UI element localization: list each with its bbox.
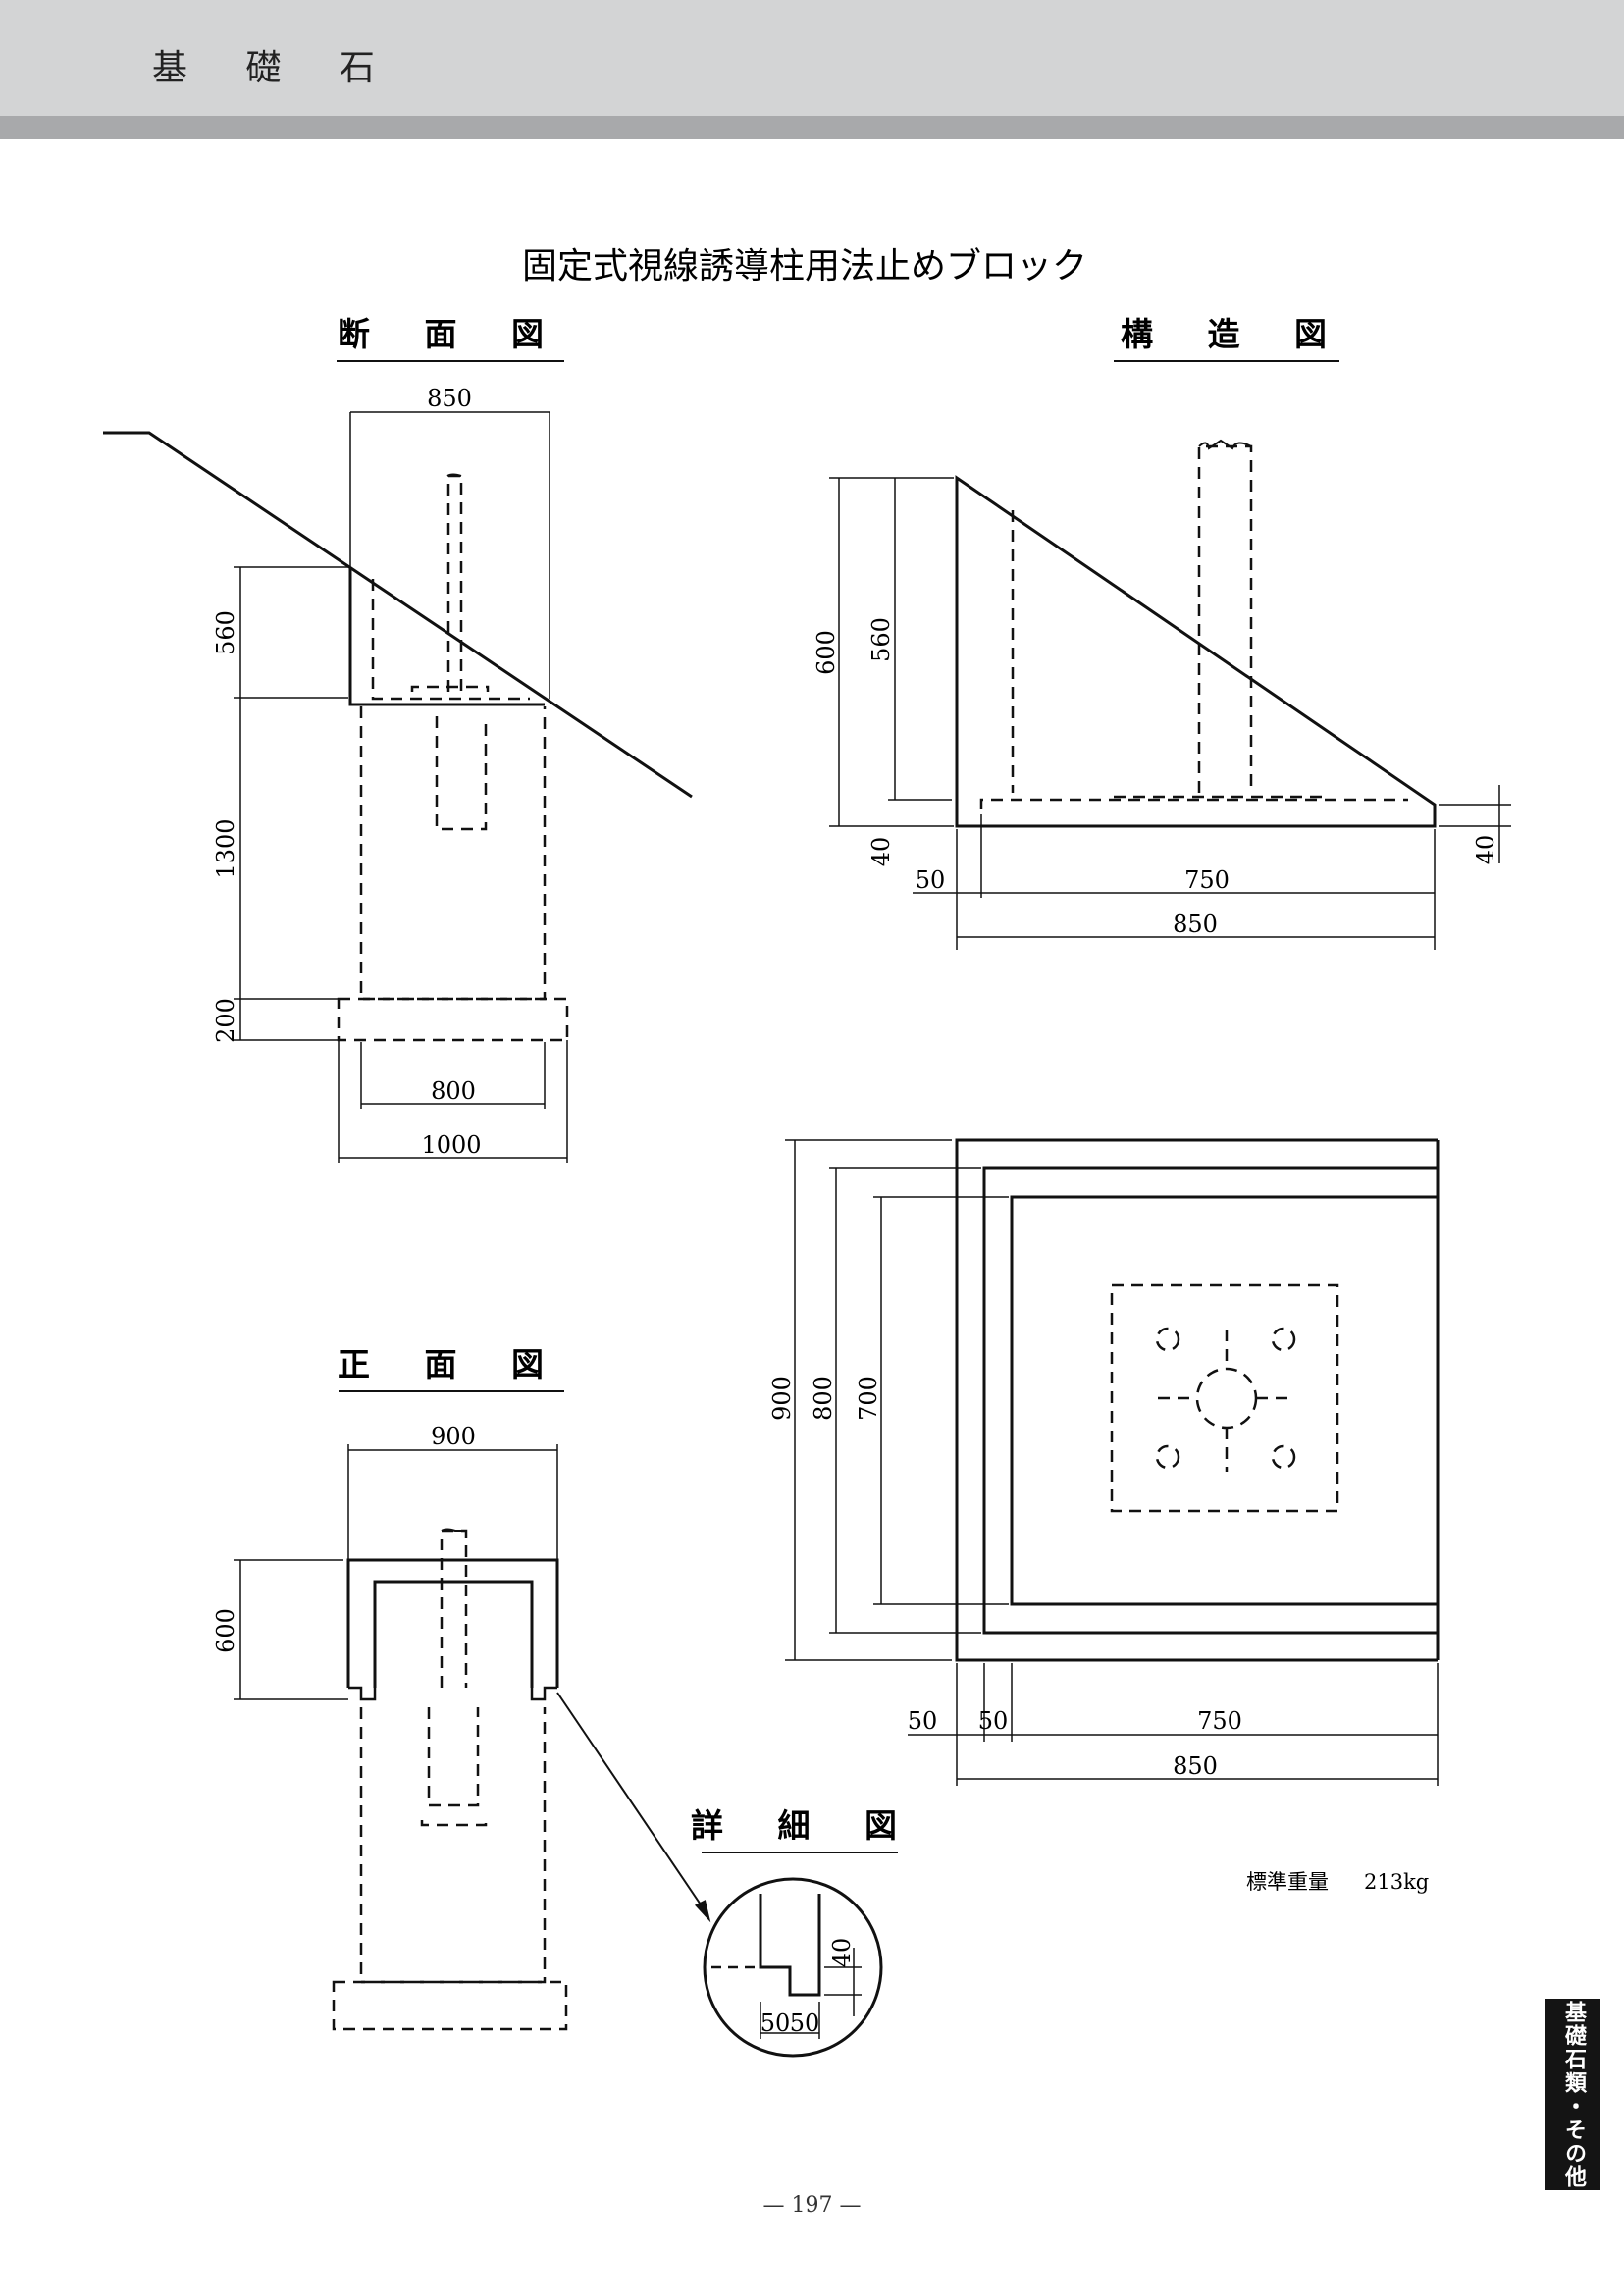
section-view-heading: 断 面 図 xyxy=(338,315,565,353)
dim-front-width: 900 xyxy=(431,1423,476,1450)
structure-view-heading: 構 造 図 xyxy=(1121,315,1348,353)
plan-view-drawing xyxy=(785,1138,1440,1786)
dim-section-base-height: 200 xyxy=(212,998,239,1043)
dim-plan-total-length: 850 xyxy=(1173,1752,1218,1780)
dim-plan-offset-b: 50 xyxy=(978,1707,1009,1735)
weight-value: 213kg xyxy=(1364,1870,1429,1894)
dim-detail-width-a: 50 xyxy=(760,2009,791,2037)
dim-section-middle-height: 1300 xyxy=(212,818,239,878)
dim-structure-total-length: 850 xyxy=(1173,911,1218,938)
dim-detail-depth: 40 xyxy=(828,1938,856,1968)
header-rule xyxy=(0,116,1624,139)
dim-plan-outer: 900 xyxy=(768,1376,796,1421)
page-category: 基 礎 石 xyxy=(152,48,398,88)
dim-structure-height-total: 600 xyxy=(812,630,840,675)
side-index-tab: 基礎石類・その他 xyxy=(1545,1999,1600,2190)
page-number: — 197 — xyxy=(762,2193,862,2217)
dim-section-upper-height: 560 xyxy=(212,610,239,655)
dim-structure-bottom-right: 40 xyxy=(1472,835,1499,865)
dim-plan-offset-a: 50 xyxy=(908,1707,938,1735)
dim-front-height: 600 xyxy=(212,1608,239,1653)
dim-structure-bottom-left: 40 xyxy=(867,837,895,867)
dim-section-top-width: 850 xyxy=(427,385,472,412)
detail-view-heading: 詳 細 図 xyxy=(691,1806,918,1845)
dim-section-base-inner-width: 800 xyxy=(431,1077,476,1105)
section-view-drawing xyxy=(103,360,693,1163)
detail-view-drawing xyxy=(702,1852,898,2058)
front-view-drawing xyxy=(234,1390,711,2031)
structure-view-drawing xyxy=(829,360,1511,950)
weight-label: 標準重量 xyxy=(1246,1870,1329,1894)
dim-section-base-width: 1000 xyxy=(421,1131,481,1159)
dim-structure-height-slope: 560 xyxy=(867,617,895,662)
dim-plan-middle: 800 xyxy=(810,1376,837,1421)
dim-plan-inner-length: 750 xyxy=(1197,1707,1242,1735)
front-view-heading: 正 面 図 xyxy=(338,1345,565,1383)
dim-structure-inner-length: 750 xyxy=(1184,866,1230,894)
dim-detail-width-b: 50 xyxy=(790,2009,820,2037)
drawing-title: 固定式視線誘導柱用法止めブロック xyxy=(522,246,1087,287)
dim-plan-inner: 700 xyxy=(855,1376,882,1421)
header-band xyxy=(0,0,1624,116)
dim-structure-offset: 50 xyxy=(916,866,946,894)
